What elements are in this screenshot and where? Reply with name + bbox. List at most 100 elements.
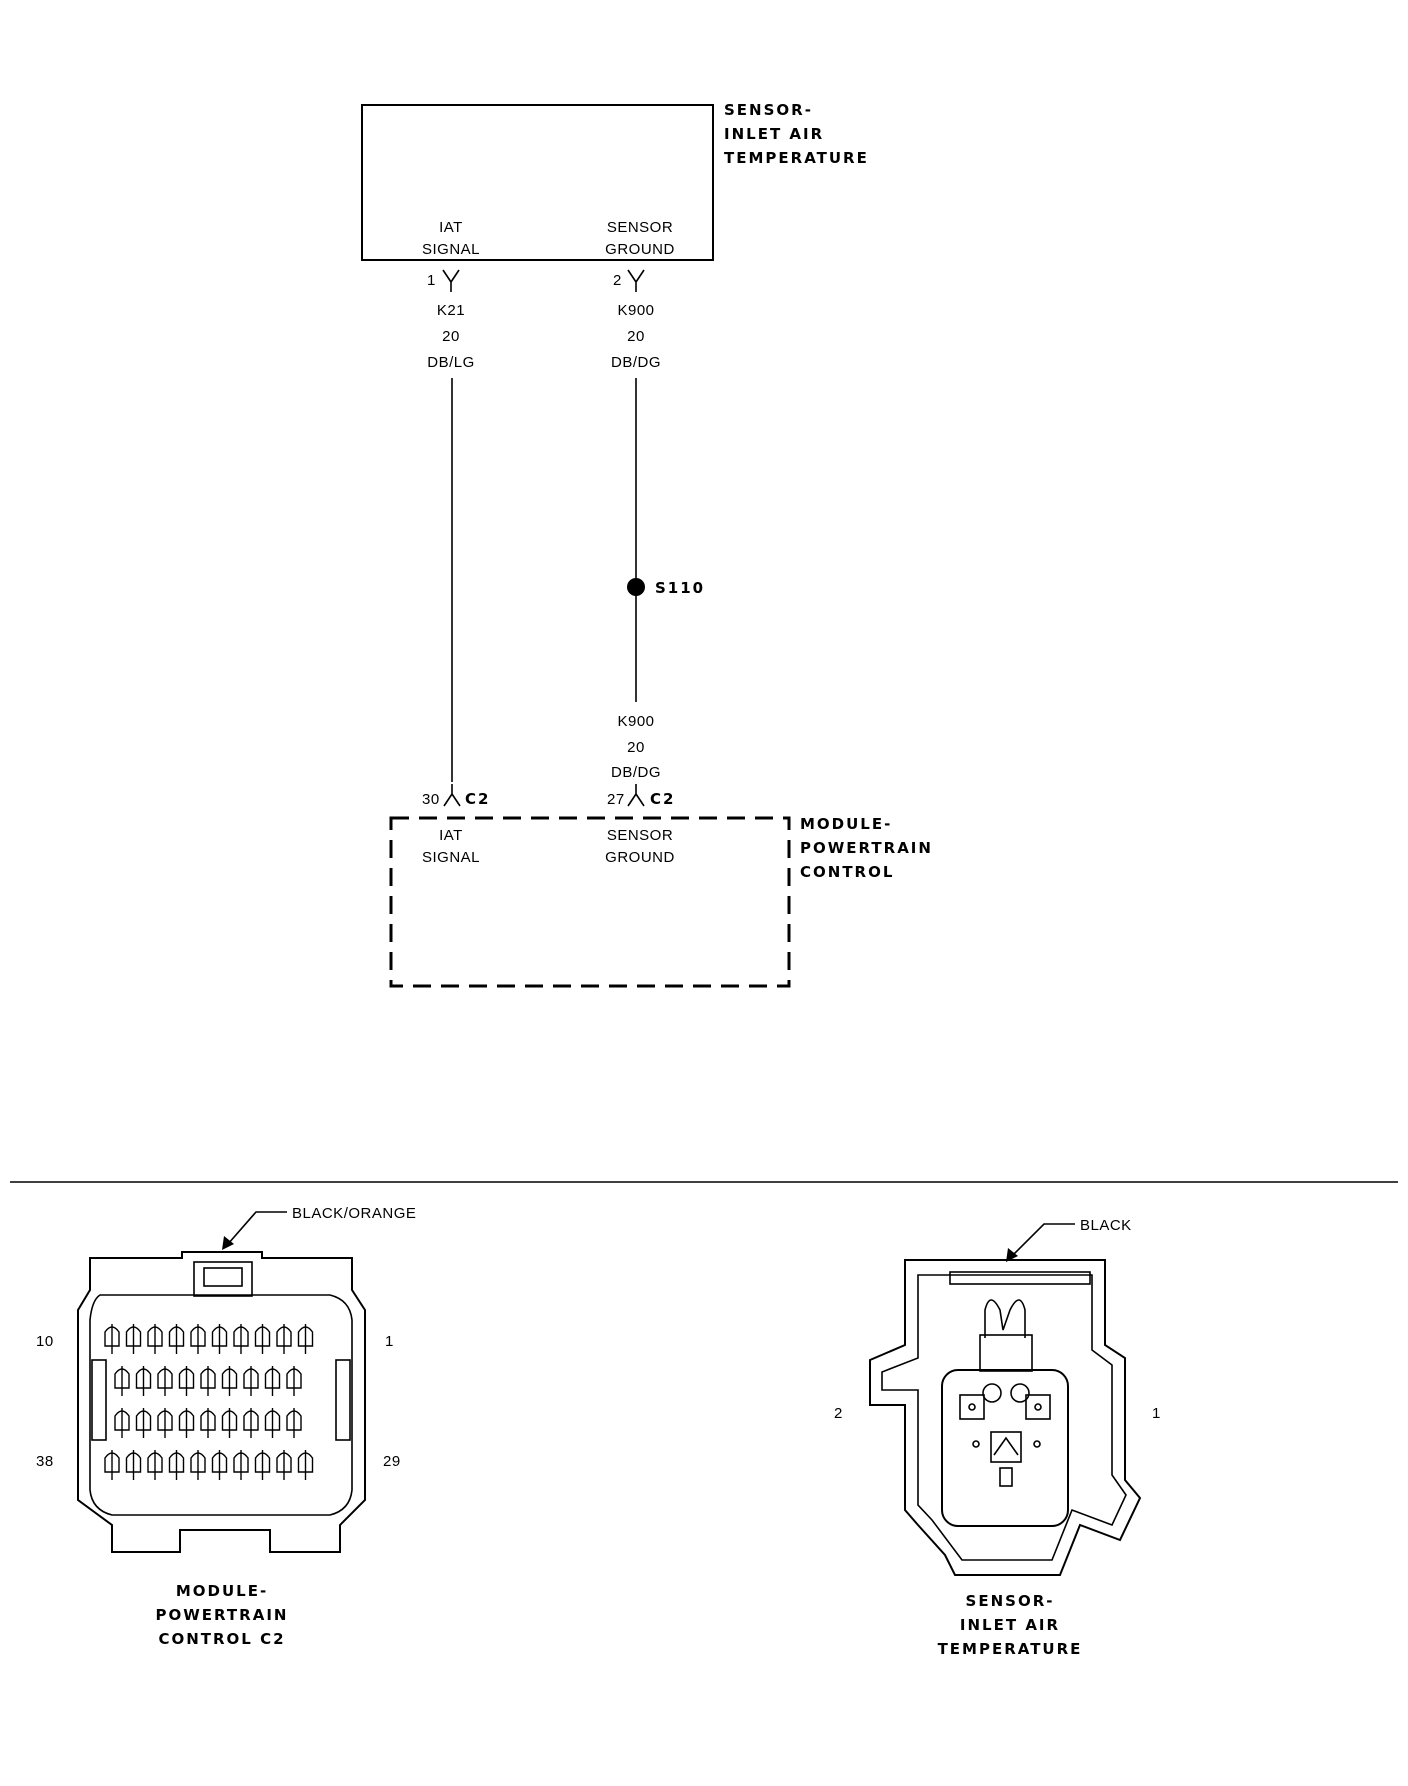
iat-connector-caption-line3: TEMPERATURE xyxy=(938,1640,1083,1658)
pcm-pin30-connector: C2 xyxy=(465,790,490,808)
iat-connector-top-rail xyxy=(949,1271,1091,1285)
terminal-cavity xyxy=(157,1368,173,1389)
pcm-title-line1: MODULE- xyxy=(800,815,892,833)
wire-k21-label: K21 20 DB/LG xyxy=(427,302,475,371)
iat-connector-key-left xyxy=(982,1383,1002,1403)
pcm-c2-caption-line2: POWERTRAIN xyxy=(156,1606,289,1624)
terminal-cavity xyxy=(243,1368,259,1389)
splice-s110-label: S110 xyxy=(655,579,705,597)
iat-sensor-pin2: 2 xyxy=(613,269,645,292)
pcm-pin27: 27 C2 xyxy=(607,784,675,808)
pcm-c2-inner-housing xyxy=(89,1294,353,1516)
wire-k900-top-gauge: 20 xyxy=(627,328,645,345)
iat-connector-latch-base xyxy=(979,1334,1033,1372)
pcm-c2-pin10-label: 10 xyxy=(36,1333,54,1350)
iat-connector-view: BLACK 2 1 SENSOR- INLET AIR TEMPERATURE xyxy=(834,1217,1161,1658)
terminal-cavity xyxy=(243,1410,259,1431)
iat-connector-latch xyxy=(984,1299,1026,1338)
terminal-cavity xyxy=(254,1452,271,1473)
pcm-dashed-box xyxy=(389,816,791,988)
iat-sensor-ground-label-2: GROUND xyxy=(605,241,675,258)
terminal-cavity xyxy=(276,1452,292,1473)
iat-sensor-title-line2: INLET AIR xyxy=(724,125,824,143)
splice-s110-dot xyxy=(627,578,645,596)
pcm-c2-color-label: BLACK/ORANGE xyxy=(292,1205,416,1222)
terminal-cavity xyxy=(254,1326,271,1347)
pcm-c2-housing xyxy=(77,1251,366,1553)
terminal-cavity xyxy=(104,1326,120,1347)
terminal-cavity xyxy=(264,1368,281,1389)
iat-sensor-title-line3: TEMPERATURE xyxy=(724,149,869,167)
terminal-cavity xyxy=(276,1326,292,1347)
iat-connector-key-right xyxy=(1010,1383,1030,1403)
arrowhead-icon xyxy=(222,1236,234,1250)
terminal-cavity xyxy=(211,1452,228,1473)
wire-k900-bottom-gauge: 20 xyxy=(627,739,645,756)
terminal-cavity xyxy=(233,1452,249,1473)
pointer-arrow-icon xyxy=(1011,1223,1075,1257)
wire-k900-top-color: DB/DG xyxy=(611,354,661,371)
terminal-cavity xyxy=(221,1410,238,1431)
pcm-c2-connector-view: BLACK/ORANGE 10 1 38 29 MODULE- POWERTRA… xyxy=(36,1205,416,1648)
terminal-cavity xyxy=(200,1368,216,1389)
iat-sensor-pin1-number: 1 xyxy=(427,272,436,289)
pcm-c2-right-rib xyxy=(335,1359,351,1441)
pcm-title-line3: CONTROL xyxy=(800,863,894,881)
iat-connector-polarizer-stem xyxy=(999,1467,1013,1487)
terminal-cavity xyxy=(125,1452,142,1473)
pcm-ground-label-1: SENSOR xyxy=(607,827,673,844)
wire-k900-bottom-color: DB/DG xyxy=(611,764,661,781)
iat-sensor-ground-label-1: SENSOR xyxy=(607,219,673,236)
terminal-cavity xyxy=(178,1410,195,1431)
terminal-cavity xyxy=(135,1368,152,1389)
terminal-cavity xyxy=(178,1368,195,1389)
iat-connector-pip-left xyxy=(972,1440,980,1448)
iat-connector-cavity xyxy=(941,1369,1069,1527)
terminal-cavity xyxy=(264,1410,281,1431)
pcm-c2-pin38-label: 38 xyxy=(36,1453,54,1470)
pcm-pin30-number: 30 xyxy=(422,791,440,808)
iat-connector-housing xyxy=(869,1259,1142,1576)
iat-connector-color-label: BLACK xyxy=(1080,1217,1132,1234)
pcm-c2-terminal-cavities xyxy=(104,1324,314,1480)
connector-symbol-icon xyxy=(627,269,645,292)
terminal-cavity xyxy=(221,1368,238,1389)
iat-connector-terminal-2 xyxy=(959,1394,985,1420)
terminal-cavity xyxy=(286,1410,302,1431)
iat-connector-pin1-label: 1 xyxy=(1152,1405,1161,1422)
wire-k900-top-circuit: K900 xyxy=(617,302,654,319)
pcm-c2-latch xyxy=(193,1261,253,1297)
pcm-c2-left-rib xyxy=(91,1359,107,1441)
terminal-cavity xyxy=(211,1326,228,1347)
pcm-c2-pin1-label: 1 xyxy=(385,1333,394,1350)
terminal-cavity xyxy=(297,1326,314,1347)
pcm-iat-signal-label-1: IAT xyxy=(439,827,463,844)
iat-connector-terminal-1 xyxy=(1025,1394,1051,1420)
connector-symbol-icon xyxy=(627,784,645,807)
wire-k21-gauge: 20 xyxy=(442,328,460,345)
pcm-pin27-connector: C2 xyxy=(650,790,675,808)
pcm-pin30: 30 C2 xyxy=(422,784,490,808)
wire-k21-color: DB/LG xyxy=(427,354,475,371)
terminal-cavity xyxy=(104,1452,120,1473)
iat-connector-pin2-label: 2 xyxy=(834,1405,843,1422)
terminal-cavity xyxy=(147,1452,163,1473)
iat-connector-pip-right xyxy=(1033,1440,1041,1448)
pcm-c2-pin29-label: 29 xyxy=(383,1453,401,1470)
iat-sensor-box xyxy=(361,104,714,261)
connector-symbol-icon xyxy=(443,784,461,807)
iat-sensor-pin2-number: 2 xyxy=(613,272,622,289)
terminal-cavity xyxy=(297,1452,314,1473)
iat-connector-polarizer xyxy=(990,1431,1022,1463)
terminal-cavity xyxy=(286,1368,302,1389)
terminal-cavity xyxy=(190,1452,206,1473)
terminal-cavity xyxy=(233,1326,249,1347)
pcm-title-line2: POWERTRAIN xyxy=(800,839,933,857)
terminal-cavity xyxy=(114,1410,130,1431)
pointer-arrow-icon xyxy=(227,1211,287,1245)
terminal-cavity xyxy=(114,1368,130,1389)
terminal-cavity xyxy=(168,1452,185,1473)
iat-connector-caption-line2: INLET AIR xyxy=(960,1616,1060,1634)
iat-sensor-iat-signal-label-2: SIGNAL xyxy=(422,241,480,258)
